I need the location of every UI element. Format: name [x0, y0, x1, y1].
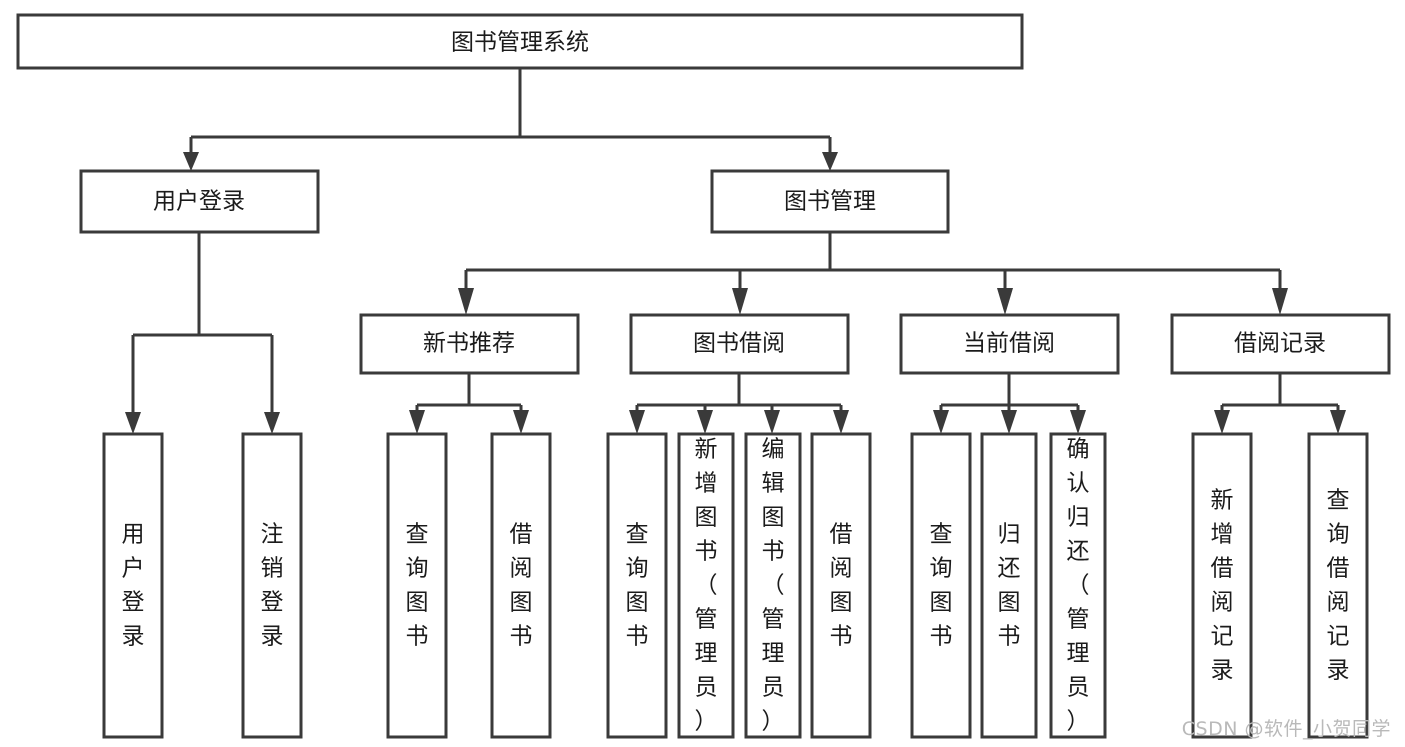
leaf-add-book-box[interactable] [677, 432, 735, 739]
leaf-confirm-return[interactable]: 确认归还（管理员） [1049, 432, 1107, 739]
leaf-add-book[interactable]: 新增图书（管理员） [677, 432, 735, 739]
arrow-to-leaf-query-book-1 [409, 410, 425, 434]
node-new-book-recommend-label: 新书推荐 [423, 331, 515, 357]
leaf-return-book-box[interactable] [980, 432, 1038, 739]
leaf-return-book[interactable]: 归还图书 [980, 432, 1038, 739]
leaf-edit-book-box[interactable] [744, 432, 802, 739]
node-book-management[interactable]: 图书管理 [710, 169, 950, 234]
leaf-query-book-3-box[interactable] [910, 432, 972, 739]
node-borrow-record-label: 借阅记录 [1234, 331, 1326, 357]
leaf-borrow-book-1-box[interactable] [490, 432, 552, 739]
arrow-to-current-borrow [997, 288, 1013, 315]
node-current-borrow-label: 当前借阅 [963, 331, 1055, 357]
leaf-borrow-book-2[interactable]: 借阅图书 [810, 432, 872, 739]
arrow-to-leaf-return-book [1001, 410, 1017, 434]
leaf-return-book-label: 归还图书 [998, 522, 1021, 650]
node-user-login[interactable]: 用户登录 [79, 169, 320, 234]
arrow-to-leaf-borrow-book-2 [833, 410, 849, 434]
leaf-user-login-box[interactable] [102, 432, 164, 739]
leaf-query-record-label: 查询借阅记录 [1327, 488, 1350, 684]
leaf-query-book-2[interactable]: 查询图书 [606, 432, 668, 739]
node-root[interactable]: 图书管理系统 [16, 13, 1024, 70]
arrow-to-leaf-borrow-book-1 [513, 410, 529, 434]
leaf-user-login[interactable]: 用户登录 [102, 432, 164, 739]
leaf-query-record[interactable]: 查询借阅记录 [1307, 432, 1369, 739]
arrow-to-leaf-user-logout [264, 412, 280, 434]
arrow-to-leaf-query-book-3 [933, 410, 949, 434]
arrow-to-book-borrow [732, 288, 748, 315]
node-current-borrow[interactable]: 当前借阅 [899, 313, 1120, 375]
leaf-add-record[interactable]: 新增借阅记录 [1191, 432, 1253, 739]
leaf-user-login-label: 用户登录 [122, 522, 145, 650]
leaf-edit-book-label: 编辑图书（管理员） [762, 437, 785, 735]
node-user-login-box[interactable] [79, 169, 320, 234]
leaf-query-book-3-label: 查询图书 [930, 522, 953, 650]
leaf-borrow-book-2-box[interactable] [810, 432, 872, 739]
arrow-to-leaf-add-record [1214, 410, 1230, 434]
node-book-management-label: 图书管理 [784, 189, 876, 215]
leaf-confirm-return-box[interactable] [1049, 432, 1107, 739]
arrow-to-new-book-recommend [458, 288, 474, 315]
arrow-to-borrow-record [1272, 288, 1288, 315]
leaf-borrow-book-1[interactable]: 借阅图书 [490, 432, 552, 739]
node-root-label: 图书管理系统 [451, 30, 589, 56]
node-book-borrow[interactable]: 图书借阅 [629, 313, 850, 375]
leaf-borrow-book-1-label: 借阅图书 [510, 522, 533, 650]
node-root-box[interactable] [16, 13, 1024, 70]
leaf-add-book-label: 新增图书（管理员） [695, 437, 718, 735]
leaf-add-record-box[interactable] [1191, 432, 1253, 739]
arrow-to-leaf-confirm-return [1070, 410, 1086, 434]
leaf-add-record-label: 新增借阅记录 [1211, 488, 1234, 684]
leaf-query-book-1-box[interactable] [386, 432, 448, 739]
node-new-book-recommend-box[interactable] [359, 313, 580, 375]
leaf-query-book-1[interactable]: 查询图书 [386, 432, 448, 739]
node-book-borrow-box[interactable] [629, 313, 850, 375]
arrow-to-leaf-query-book-2 [629, 410, 645, 434]
leaf-user-logout-label: 注销登录 [261, 522, 284, 650]
node-borrow-record[interactable]: 借阅记录 [1170, 313, 1391, 375]
arrow-to-book-management [822, 152, 838, 171]
arrow-to-leaf-edit-book [764, 410, 780, 434]
leaf-query-book-1-label: 查询图书 [406, 522, 429, 650]
leaf-query-record-box[interactable] [1307, 432, 1369, 739]
node-borrow-record-box[interactable] [1170, 313, 1391, 375]
arrow-to-user-login [183, 152, 199, 171]
leaf-user-logout[interactable]: 注销登录 [241, 432, 303, 739]
leaf-user-logout-box[interactable] [241, 432, 303, 739]
arrow-to-leaf-add-book [697, 410, 713, 434]
leaf-query-book-2-box[interactable] [606, 432, 668, 739]
leaf-query-book-3[interactable]: 查询图书 [910, 432, 972, 739]
connector-layer [125, 68, 1346, 434]
leaf-query-book-2-label: 查询图书 [626, 522, 649, 650]
node-book-borrow-label: 图书借阅 [693, 331, 785, 357]
leaf-edit-book[interactable]: 编辑图书（管理员） [744, 432, 802, 739]
node-current-borrow-box[interactable] [899, 313, 1120, 375]
leaf-confirm-return-label: 确认归还（管理员） [1067, 437, 1090, 735]
node-user-login-label: 用户登录 [153, 189, 245, 215]
arrow-to-leaf-query-record [1330, 410, 1346, 434]
leaf-borrow-book-2-label: 借阅图书 [830, 522, 853, 650]
node-new-book-recommend[interactable]: 新书推荐 [359, 313, 580, 375]
node-book-management-box[interactable] [710, 169, 950, 234]
arrow-to-leaf-user-login [125, 412, 141, 434]
